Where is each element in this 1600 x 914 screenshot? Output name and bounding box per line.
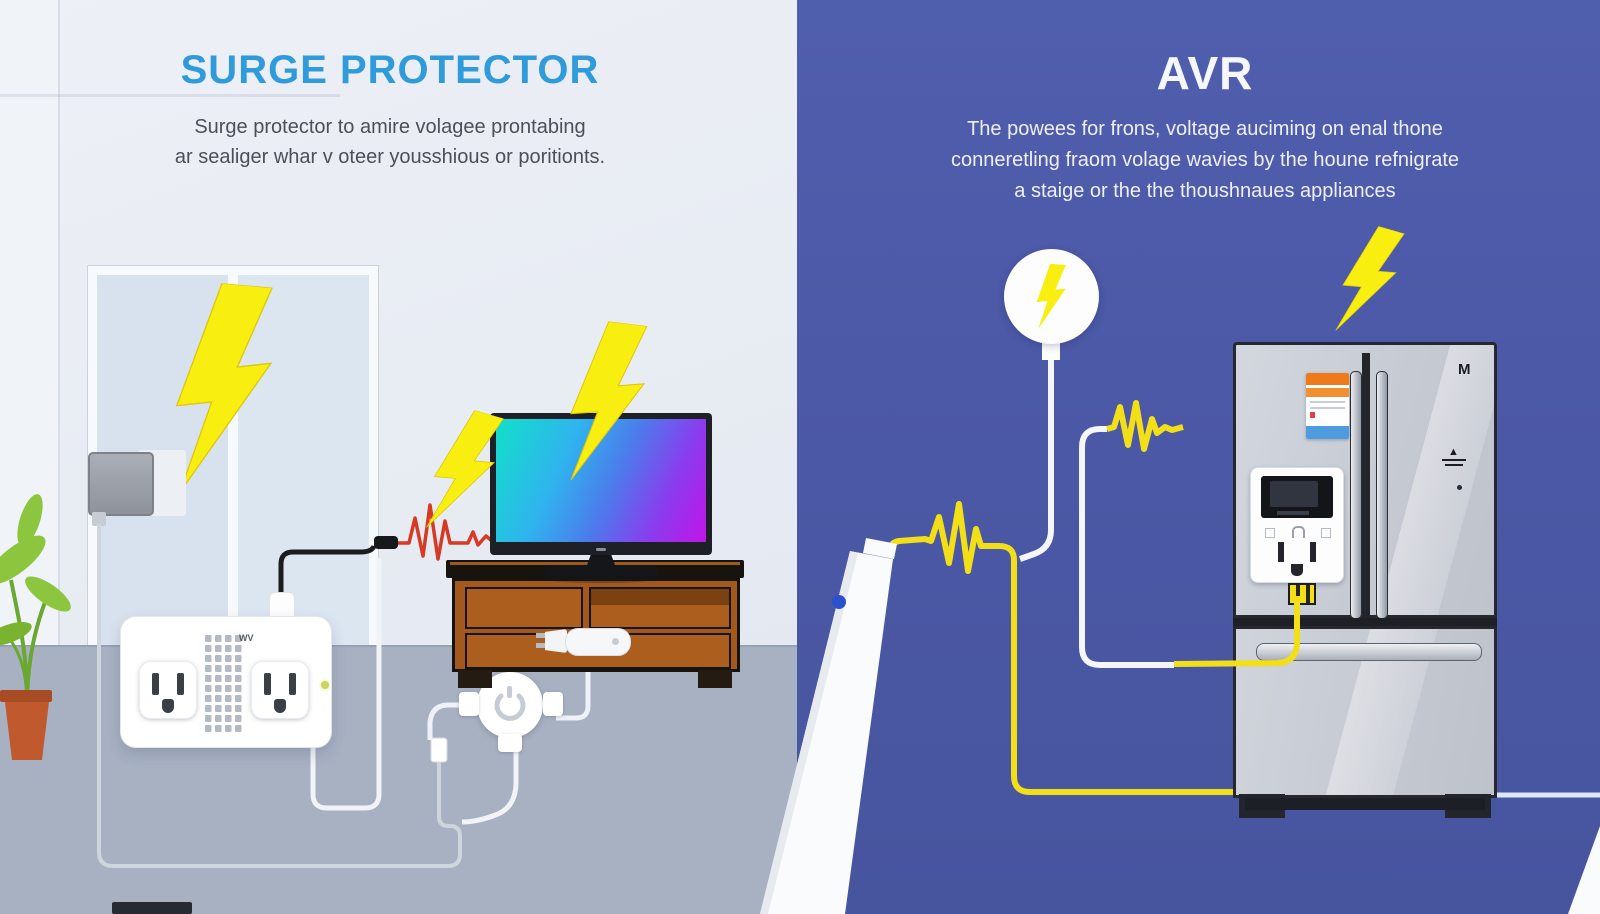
avr-display-screen [1270, 481, 1318, 507]
tv-brand-mark [596, 548, 606, 551]
plant-pot [5, 702, 49, 760]
subtitle-line: The powees for frons, voltage auciming o… [967, 118, 1443, 140]
outlet-slot [152, 673, 159, 695]
note-subheader [1306, 388, 1349, 397]
lightning-bolt-icon [547, 316, 672, 490]
door-button [1457, 485, 1462, 490]
wall-corner-strip [0, 0, 60, 648]
dispenser-label-line [1445, 464, 1463, 466]
power-source-badge [1004, 249, 1099, 344]
yellow-plug [1288, 583, 1316, 605]
cabinet-drawer-top [589, 587, 731, 629]
freezer-handle [1256, 643, 1482, 661]
note-text-line [1310, 407, 1345, 409]
avr-display-slot [1277, 511, 1309, 515]
subtitle-line: conneretling fraom volage wavies by the … [950, 149, 1460, 171]
floor-shadow-bar [112, 902, 192, 914]
door-divider [1362, 353, 1370, 625]
connector-port [543, 692, 563, 716]
outlet-slot [264, 673, 271, 695]
dispenser-icon: ▲ [1448, 446, 1459, 458]
outlet-slot [289, 673, 296, 695]
tv-stand-base [544, 566, 658, 576]
left-panel-subtitle: Surge protector to amire volagee prontab… [55, 112, 725, 172]
fridge-note-magnet [1306, 373, 1349, 439]
surge-protector-strip: WV [120, 616, 332, 748]
connector-port [498, 734, 522, 752]
outlet-ground-hole [162, 699, 174, 713]
outlet-socket-right [251, 661, 309, 719]
cabinet-leg [698, 670, 732, 688]
plug-prong [536, 643, 546, 648]
fridge-handle-left [1350, 371, 1362, 619]
right-panel-title: AVR [1156, 47, 1254, 99]
lightning-bolt-icon [143, 278, 309, 502]
socket-indicator [1321, 528, 1331, 538]
cabinet-door [465, 587, 583, 629]
vent-grid [205, 635, 243, 733]
avr-display [1261, 476, 1333, 518]
note-mark [1310, 412, 1315, 418]
connector-port [459, 692, 479, 716]
drawer-shadow [591, 589, 729, 605]
subtitle-line: ar sealiger whar v oteer yousshious or p… [174, 146, 606, 168]
note-footer [1306, 426, 1349, 439]
socket-ground-hole [1291, 564, 1303, 576]
power-symbol-icon [494, 686, 526, 721]
subtitle-line: Surge protector to amire volagee prontab… [194, 116, 586, 138]
potted-plant [0, 494, 71, 760]
dispenser-label-line [1442, 459, 1466, 461]
tv-shadow [538, 573, 664, 583]
plug-handle-dot [612, 638, 619, 645]
lightning-bolt-icon [1028, 262, 1075, 331]
plant-pot-rim [0, 690, 52, 702]
fridge-base [1245, 798, 1485, 810]
fridge-doors: M ▲ [1233, 342, 1497, 625]
note-header [1306, 373, 1349, 385]
fridge-gap [1233, 618, 1497, 626]
outlet-slot [177, 673, 184, 695]
lightning-bolt-icon [409, 401, 521, 544]
plug-prong [536, 633, 546, 638]
wall-seam [0, 94, 340, 97]
cabinet-leg [458, 670, 492, 688]
socket-slot [1310, 542, 1316, 562]
right-panel-subtitle: The powees for frons, voltage auciming o… [875, 114, 1535, 207]
strip-label: WV [239, 633, 254, 643]
left-panel-title: SURGE PROTECTOR [180, 48, 600, 92]
subtitle-line: a staige or the the thoushnaues applianc… [1014, 180, 1396, 202]
avr-unit-panel [1250, 467, 1344, 583]
circle-stem [1042, 340, 1060, 360]
plug-handle-bar [565, 628, 631, 656]
plug-handle-head [545, 629, 567, 653]
outlet-socket-left [139, 661, 197, 719]
lightning-bolt-icon [1318, 218, 1422, 347]
fridge-handle-right [1376, 371, 1388, 619]
tv-cabinet [452, 578, 740, 672]
power-led [321, 681, 329, 689]
socket-indicator [1265, 528, 1275, 538]
note-text-line [1310, 401, 1345, 403]
refrigerator: M ▲ [1233, 336, 1497, 818]
fridge-logo: M [1458, 361, 1470, 378]
tv-stand-neck [586, 553, 616, 568]
freezer-drawer [1233, 626, 1497, 798]
power-adapter-box [88, 452, 154, 516]
socket-slot [1278, 542, 1284, 562]
socket-ground-mark [1292, 526, 1305, 538]
adapter-connector [92, 512, 106, 526]
outlet-ground-hole [274, 699, 286, 713]
